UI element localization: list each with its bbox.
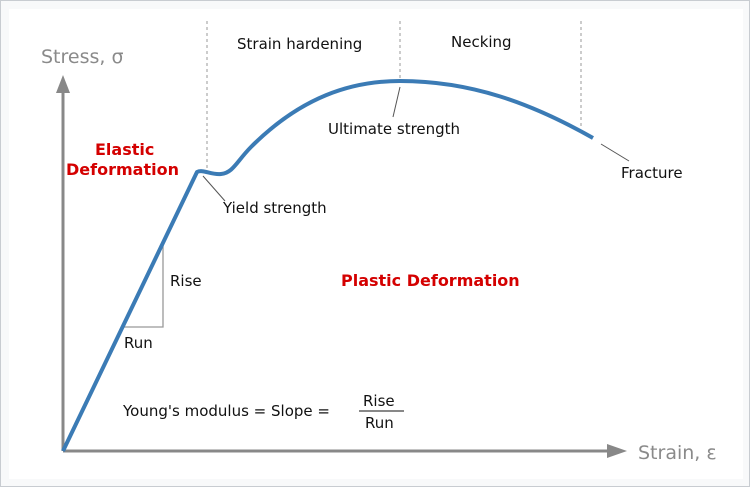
formula-numerator: Rise: [363, 392, 395, 410]
rise-label: Rise: [170, 272, 202, 290]
stress-strain-curve: [61, 79, 594, 452]
elastic-label-line2: Deformation: [66, 160, 179, 179]
elastic-label-line1: Elastic: [95, 140, 154, 159]
x-axis-arrow: [607, 444, 627, 458]
y-axis-arrow: [56, 75, 70, 93]
plastic-label: Plastic Deformation: [341, 271, 520, 290]
fracture-leader: [600, 143, 630, 162]
formula-prefix: Young's modulus = Slope =: [122, 402, 330, 420]
yield-strength-label: Yield strength: [222, 199, 327, 217]
run-label: Run: [124, 334, 153, 352]
x-axis-label: Strain, ε: [638, 442, 717, 464]
yield-leader: [202, 175, 226, 202]
diagram-canvas: Stress, σ Strain, ε Strain hardening Nec…: [9, 9, 743, 479]
stress-strain-diagram: Stress, σ Strain, ε Strain hardening Nec…: [41, 21, 717, 464]
region-necking: Necking: [451, 33, 512, 51]
formula-denominator: Run: [365, 414, 394, 432]
ultimate-leader: [392, 86, 401, 118]
slope-triangle: [122, 243, 164, 328]
fracture-label: Fracture: [621, 164, 683, 182]
y-axis-label: Stress, σ: [41, 46, 124, 68]
ultimate-strength-label: Ultimate strength: [328, 120, 460, 138]
region-strain-hardening: Strain hardening: [237, 35, 362, 53]
